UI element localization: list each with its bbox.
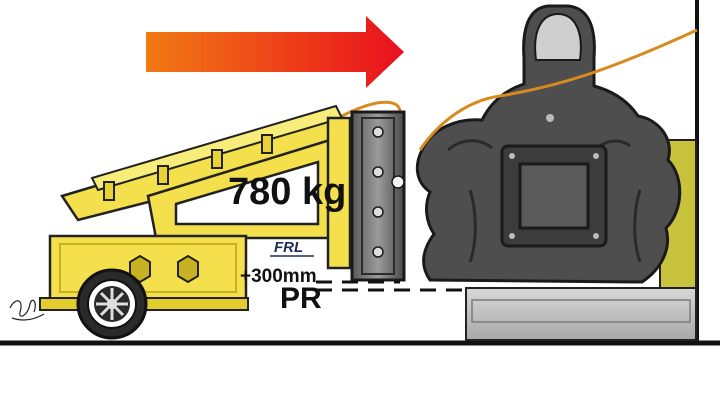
engine-block <box>415 4 682 284</box>
tow-cable <box>337 28 698 151</box>
platform-base <box>465 139 697 341</box>
offset-label: +300mm <box>240 266 317 287</box>
frl-logo-icon: FRL <box>270 239 314 257</box>
artist-signature <box>9 299 45 321</box>
wheel-icon <box>76 268 148 340</box>
right-arrow-icon <box>146 16 404 88</box>
reference-label: PR <box>280 282 322 315</box>
reference-dashes <box>316 280 466 292</box>
logo-text: FRL <box>274 239 303 256</box>
adaptor-plate <box>350 110 406 282</box>
mass-label: 780 kg <box>228 171 346 213</box>
trolley <box>39 104 352 311</box>
